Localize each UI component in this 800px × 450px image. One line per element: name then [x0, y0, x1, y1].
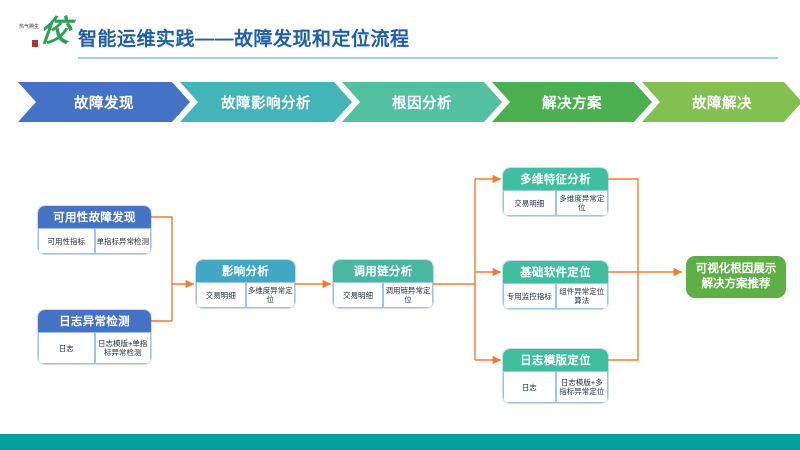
flow-node-cell: 交易明细 — [196, 282, 246, 308]
flow-node-cells: 日志日志模版+单指标异常检测 — [38, 332, 151, 364]
flow-node-cells: 交易明细调用链异常定位 — [333, 282, 433, 308]
flow-node-log-template-locating[interactable]: 日志模版定位日志日志模版+多指标异常定位 — [503, 349, 608, 403]
flow-node-title: 可用性故障发现 — [38, 206, 151, 228]
flow-node-cells: 可用性指标单指标异常检测 — [38, 228, 151, 254]
brand-logo: 热气腾生 佼 — [14, 14, 72, 54]
footer-accent-bar — [0, 434, 800, 450]
process-step-label: 根因分析 — [392, 95, 452, 112]
flow-node-title: 影响分析 — [196, 260, 295, 282]
process-step-label: 解决方案 — [542, 95, 602, 112]
flow-node-cell: 多维度异常定位 — [245, 282, 295, 308]
connector-lines — [151, 174, 682, 365]
process-step-label: 故障发现 — [74, 95, 134, 112]
flow-node-cell: 单指标异常检测 — [94, 228, 151, 254]
process-step-3[interactable]: 根因分析 — [342, 82, 502, 122]
process-step-2[interactable]: 故障影响分析 — [180, 82, 352, 122]
flow-node-title: 多维特征分析 — [503, 168, 608, 190]
title-divider — [78, 57, 778, 59]
logo-brush-char: 佼 — [38, 14, 72, 49]
flow-node-cell: 专用监控指标 — [503, 283, 556, 309]
logo-seal-icon — [32, 40, 38, 47]
flow-node-cell: 可用性指标 — [38, 228, 95, 254]
process-step-4[interactable]: 解决方案 — [492, 82, 652, 122]
flow-node-title: 基础软件定位 — [503, 261, 608, 283]
flow-node-call-chain-analysis[interactable]: 调用链分析交易明细调用链异常定位 — [333, 260, 433, 308]
flow-node-title: 日志异常检测 — [38, 310, 151, 332]
connector — [151, 216, 173, 321]
flow-node-cell: 调用链异常定位 — [383, 282, 433, 308]
result-line-2: 解决方案推荐 — [701, 278, 771, 290]
flow-node-title: 日志模版定位 — [503, 349, 608, 371]
flow-node-infrastructure-software-locating[interactable]: 基础软件定位专用监控指标组件异常定位算法 — [503, 261, 608, 309]
page-header: 热气腾生 佼 智能运维实践——故障发现和定位流程 — [0, 0, 800, 70]
result-line-1: 可视化根因展示 — [695, 263, 777, 275]
flow-node-cell: 交易明细 — [333, 282, 383, 308]
process-step-bar: 故障发现 故障影响分析 根因分析 解决方案 故障解决 — [18, 82, 784, 122]
flow-node-cell: 日志模版+单指标异常检测 — [94, 332, 151, 364]
flow-node-availability-fault-discovery[interactable]: 可用性故障发现可用性指标单指标异常检测 — [38, 206, 151, 254]
page-title: 智能运维实践——故障发现和定位流程 — [78, 29, 410, 50]
flow-node-title: 调用链分析 — [333, 260, 433, 282]
flow-node-visualization-recommendation[interactable]: 可视化根因展示解决方案推荐 — [686, 256, 786, 298]
process-step-label: 故障影响分析 — [221, 95, 311, 112]
result-text: 可视化根因展示解决方案推荐 — [696, 262, 777, 292]
flow-node-cells: 日志日志模版+多指标异常定位 — [503, 371, 608, 403]
process-step-label: 故障解决 — [692, 95, 752, 112]
flow-node-cell: 交易明细 — [503, 190, 556, 216]
flow-node-cell: 日志模版+多指标异常定位 — [555, 371, 608, 403]
process-step-5[interactable]: 故障解决 — [642, 82, 800, 122]
process-step-1[interactable]: 故障发现 — [18, 82, 190, 122]
connector — [608, 178, 639, 361]
flow-node-cells: 专用监控指标组件异常定位算法 — [503, 283, 608, 309]
flow-node-cell: 多维度异常定位 — [555, 190, 608, 216]
flow-node-log-anomaly-detection[interactable]: 日志异常检测日志日志模版+单指标异常检测 — [38, 310, 151, 364]
logo-small-text: 热气腾生 — [18, 24, 39, 30]
flow-node-cells: 交易明细多维度异常定位 — [196, 282, 295, 308]
flow-diagram: 可用性故障发现可用性指标单指标异常检测日志异常检测日志日志模版+单指标异常检测影… — [0, 128, 800, 418]
flow-node-cell: 组件异常定位算法 — [555, 283, 608, 309]
flow-node-cell: 日志 — [38, 332, 95, 364]
flow-node-cells: 交易明细多维度异常定位 — [503, 190, 608, 216]
flow-node-impact-analysis[interactable]: 影响分析交易明细多维度异常定位 — [196, 260, 295, 308]
flow-node-multidim-feature-analysis[interactable]: 多维特征分析交易明细多维度异常定位 — [503, 168, 608, 216]
flow-node-cell: 日志 — [503, 371, 556, 403]
